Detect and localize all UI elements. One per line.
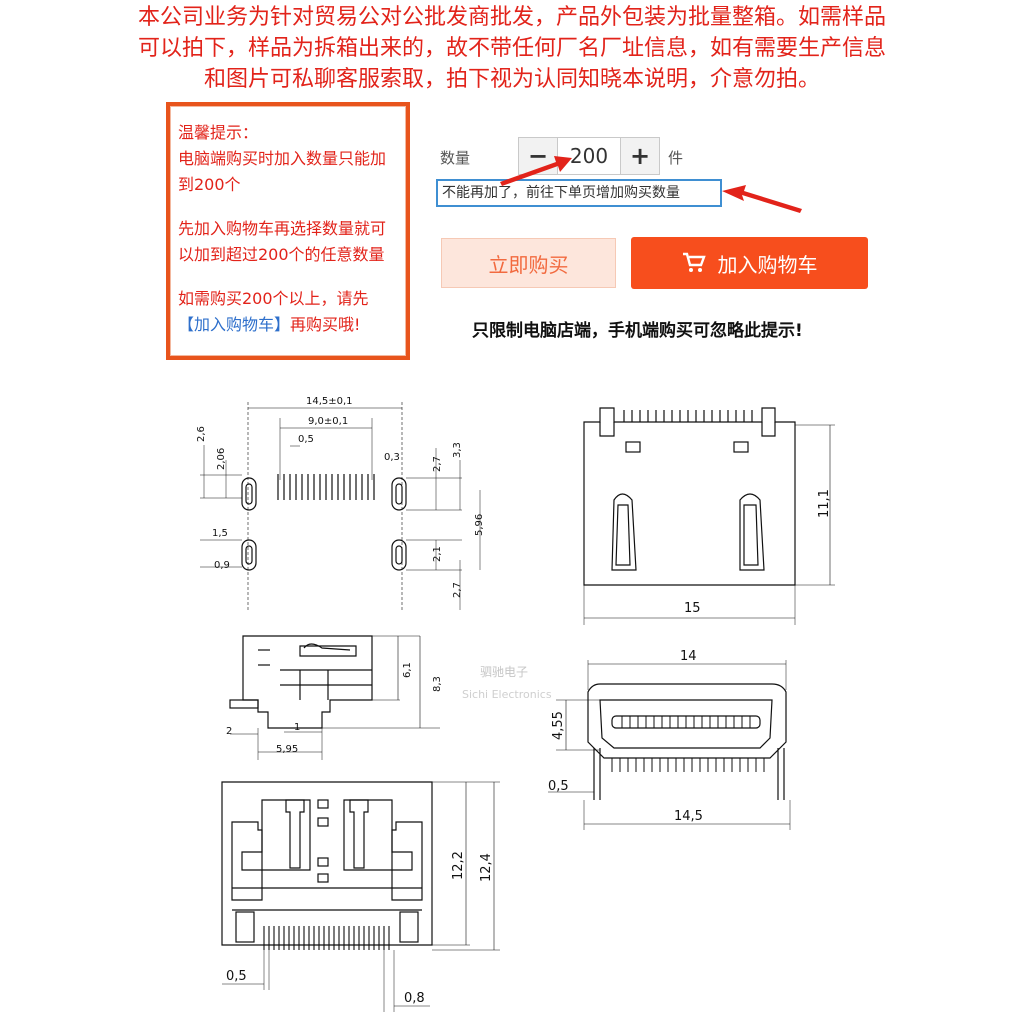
dim-12-4: 12,4 [479, 853, 494, 882]
dim-14: 14 [680, 649, 697, 664]
tip-p3a: 如需购买200个以上，请先 [178, 289, 369, 308]
increase-button[interactable]: + [621, 138, 659, 174]
dim-6-1: 6,1 [402, 662, 413, 678]
dim-2-1: 2,1 [432, 546, 443, 562]
tip-cart-highlight: 【加入购物车】 [178, 315, 291, 334]
pc-only-note: 只限制电脑店端，手机端购买可忽略此提示! [472, 321, 803, 341]
unit-label: 件 [668, 149, 684, 167]
dim-2-7-top: 2,7 [432, 456, 443, 472]
tip-p3c: 再购买哦! [290, 315, 361, 334]
limit-message: 不能再加了，前往下单页增加购买数量 [436, 179, 722, 207]
dim-2-6: 2,6 [196, 426, 207, 442]
dim-2: 2 [226, 726, 232, 737]
add-to-cart-button[interactable]: 加入购物车 [631, 237, 868, 289]
dim-14-5: 14,5 [674, 809, 703, 824]
cart-icon [682, 252, 706, 272]
dim-3-3: 3,3 [452, 442, 463, 458]
tip-p2b: 以加到超过200个的任意数量 [178, 245, 385, 264]
tip-p3b: 【加入购物车】再购买哦! [178, 312, 400, 338]
dim-0-5-bottom: 0,5 [226, 969, 247, 984]
dim-0-5-mid: 0,5 [548, 779, 569, 794]
dim-0-9: 0,9 [214, 560, 230, 571]
add-to-cart-label: 加入购物车 [717, 252, 818, 277]
technical-drawing: 驷驰电子 Sichi Electronics 驷驰电子 Sichi Electr… [196, 396, 835, 1012]
notice-line-2: 可以拍下，样品为拆箱出来的，故不带任何厂名厂址信息，如有需要生产信息 [137, 36, 886, 61]
notice-line-1: 本公司业务为针对贸易公对公批发商批发，产品外包装为批量整箱。如需样品 [137, 5, 886, 30]
buy-now-button[interactable]: 立即购买 [441, 238, 616, 288]
watermark-mid-cn: 驷驰电子 [480, 665, 528, 679]
notice-line-3: 和图片可私聊客服索取，拍下视为认同知晓本说明，介意勿拍。 [203, 67, 820, 92]
dim-5-96: 5,96 [474, 514, 485, 536]
dim-9-tol: 9,0±0,1 [308, 416, 348, 427]
quantity-input[interactable] [557, 138, 621, 174]
tip-p1b: 到200个 [178, 175, 241, 194]
dim-0-8: 0,8 [404, 991, 425, 1006]
dim-8-3: 8,3 [432, 676, 443, 692]
dim-15: 15 [684, 601, 701, 616]
dim-5-95: 5,95 [276, 744, 298, 755]
dim-4-55: 4,55 [551, 711, 566, 740]
dim-11-1: 11,1 [817, 489, 832, 518]
dim-2-06: 2,06 [216, 448, 227, 470]
dim-0-3: 0,3 [384, 452, 400, 463]
quantity-stepper: − + [518, 137, 660, 175]
tip-p2a: 先加入购物车再选择数量就可 [178, 219, 387, 238]
tip-title: 温馨提示： [178, 123, 259, 142]
dim-12-2: 12,2 [451, 851, 466, 880]
wholesale-notice: 本公司业务为针对贸易公对公批发商批发，产品外包装为批量整箱。如需样品 可以拍下，… [0, 2, 1024, 95]
watermark-mid-en: Sichi Electronics [462, 688, 552, 701]
dim-2-7-bottom: 2,7 [452, 582, 463, 598]
arrow-to-message-icon [722, 185, 802, 213]
tip-p1a: 电脑端购买时加入数量只能加 [178, 149, 387, 168]
quantity-label: 数量 [440, 149, 471, 167]
dim-1: 1 [294, 722, 300, 733]
dim-0-5-pitch: 0,5 [298, 434, 314, 445]
dim-1-5: 1,5 [212, 528, 228, 539]
arrow-to-quantity-icon [500, 156, 572, 186]
dim-14-5-tol: 14,5±0,1 [306, 396, 353, 407]
tip-box: 温馨提示： 电脑端购买时加入数量只能加 到200个 先加入购物车再选择数量就可 … [166, 102, 410, 360]
